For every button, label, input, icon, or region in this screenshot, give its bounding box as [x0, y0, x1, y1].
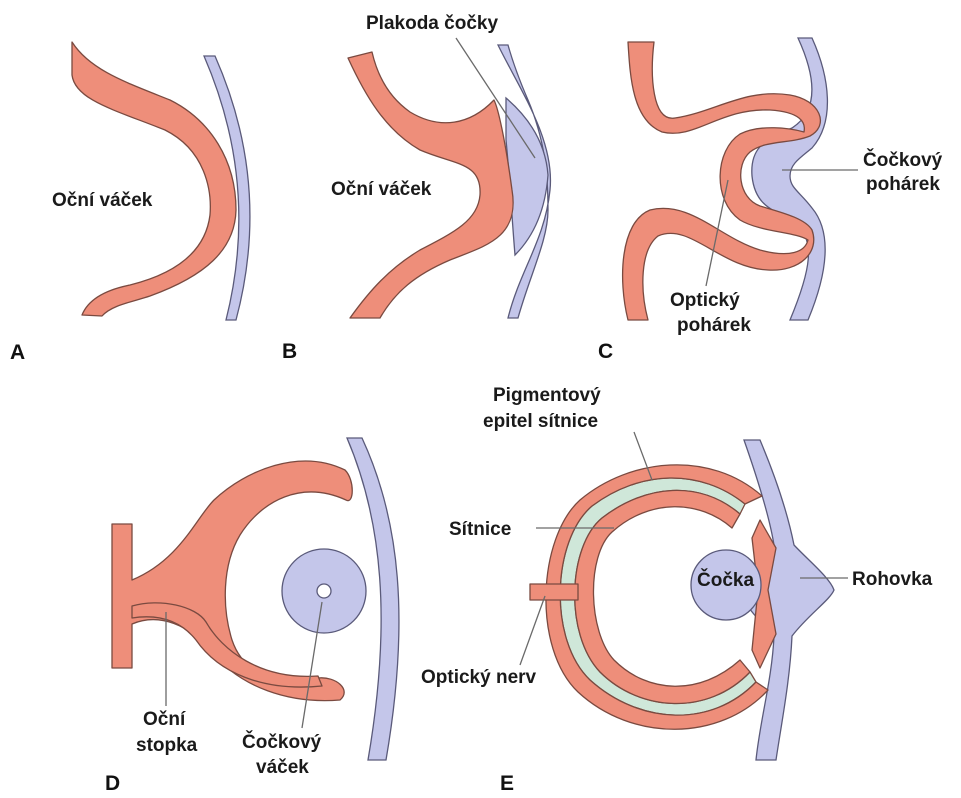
label-cornea: Rohovka [852, 569, 933, 590]
label-optic-stalk-line2: stopka [136, 735, 198, 756]
panel-a-optic-vesicle [72, 42, 236, 316]
label-lens-placode: Plakoda čočky [366, 13, 498, 34]
panel-a: Oční váček A [10, 42, 250, 364]
panel-d-lens-vesicle-lumen [317, 584, 331, 598]
label-lens-cup-line1: Čočkový [863, 149, 943, 171]
label-optic-cup-line2: pohárek [677, 315, 751, 336]
panel-letter-d: D [105, 772, 120, 795]
panel-letter-b: B [282, 340, 297, 363]
label-retina: Sítnice [449, 519, 511, 540]
label-optic-stalk-line1: Oční [143, 709, 186, 730]
label-lens-vesicle-line2: váček [256, 757, 309, 778]
label-optic-vesicle-a: Oční váček [52, 190, 153, 211]
panel-letter-a: A [10, 341, 25, 364]
label-rpe-line1: Pigmentový [493, 385, 601, 406]
panel-letter-c: C [598, 340, 613, 363]
label-lens-cup-line2: pohárek [866, 174, 940, 195]
label-rpe-line2: epitel sítnice [483, 411, 598, 432]
label-lens-vesicle-line1: Čočkový [242, 731, 322, 753]
panel-letter-e: E [500, 772, 514, 795]
panel-c-lens-cup [752, 38, 828, 320]
label-lens: Čočka [697, 569, 754, 591]
panel-b: Oční váček Plakoda čočky B [282, 13, 550, 363]
panel-e: Čočka Pigmentový epitel sítnice Sítnice … [421, 385, 933, 795]
panel-d: Oční stopka Čočkový váček D [105, 438, 399, 795]
label-optic-cup-line1: Optický [670, 290, 740, 311]
panel-c: Čočkový pohárek Optický pohárek C [598, 38, 943, 363]
label-optic-nerve: Optický nerv [421, 667, 537, 688]
panel-e-optic-nerve [530, 584, 578, 600]
leader-optic-nerve [520, 596, 545, 665]
label-optic-vesicle-b: Oční váček [331, 179, 432, 200]
